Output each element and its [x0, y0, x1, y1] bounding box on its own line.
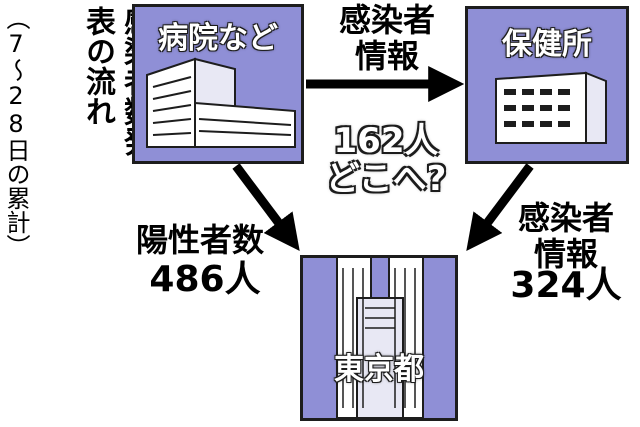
hospital-label: 病院など [158, 21, 278, 56]
health-center-node: 保健所 [465, 6, 629, 164]
edge-label-health-to-tokyo: 感染者情報 [517, 199, 614, 273]
health-center-label: 保健所 [502, 27, 592, 62]
tokyo-label: 東京都 [334, 352, 424, 387]
period-note: （7～28日の累計） [2, 6, 30, 258]
hospital-building-icon [146, 57, 296, 148]
edge-label-hospital-to-health: 感染者情報 [338, 1, 435, 75]
tokyo-node: 東京都 [300, 255, 458, 421]
arrow-hospital-to-tokyo [232, 163, 300, 251]
edge-count-health-to-tokyo: 324人 [510, 265, 622, 306]
edge-count-positive: 486人 [149, 259, 261, 300]
hospital-node: 病院など [132, 4, 304, 164]
edge-label-positive: 陽性者数 [135, 221, 264, 259]
arrow-health-to-tokyo [466, 163, 534, 251]
question-text: 162人どこへ? [325, 121, 447, 199]
health-center-building-icon [495, 71, 607, 144]
tokyo-government-building-icon [336, 258, 424, 418]
